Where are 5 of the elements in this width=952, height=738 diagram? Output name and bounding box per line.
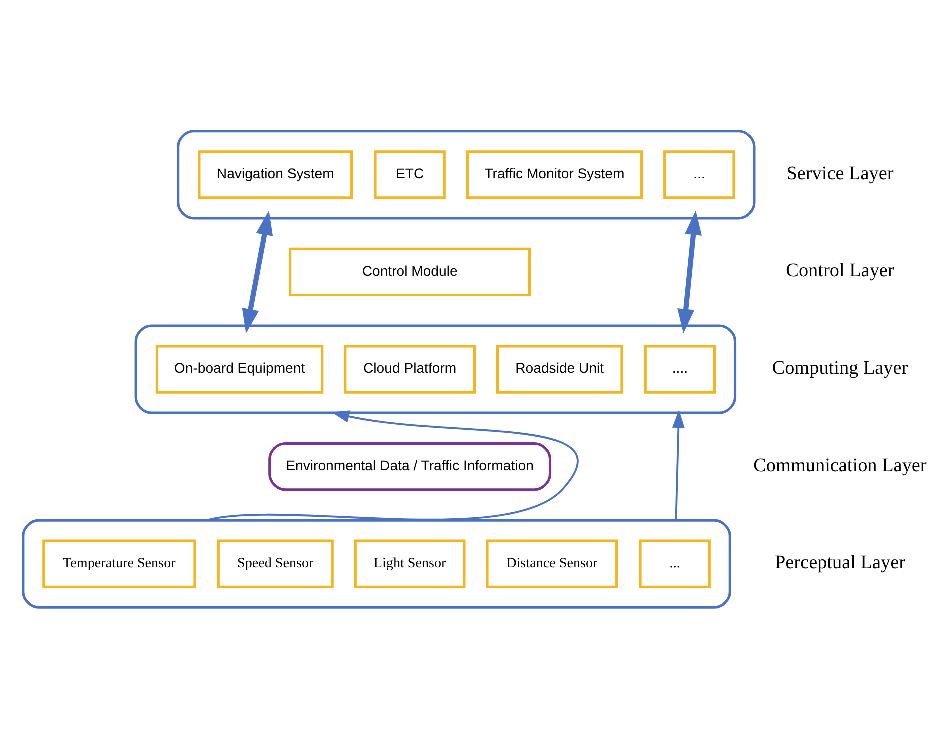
label: Communication Layer xyxy=(754,454,927,476)
label: Service Layer xyxy=(786,162,894,184)
label: Computing Layer xyxy=(772,357,908,378)
label: Control Layer xyxy=(786,260,894,282)
label: Perceptual Layer xyxy=(774,552,906,574)
